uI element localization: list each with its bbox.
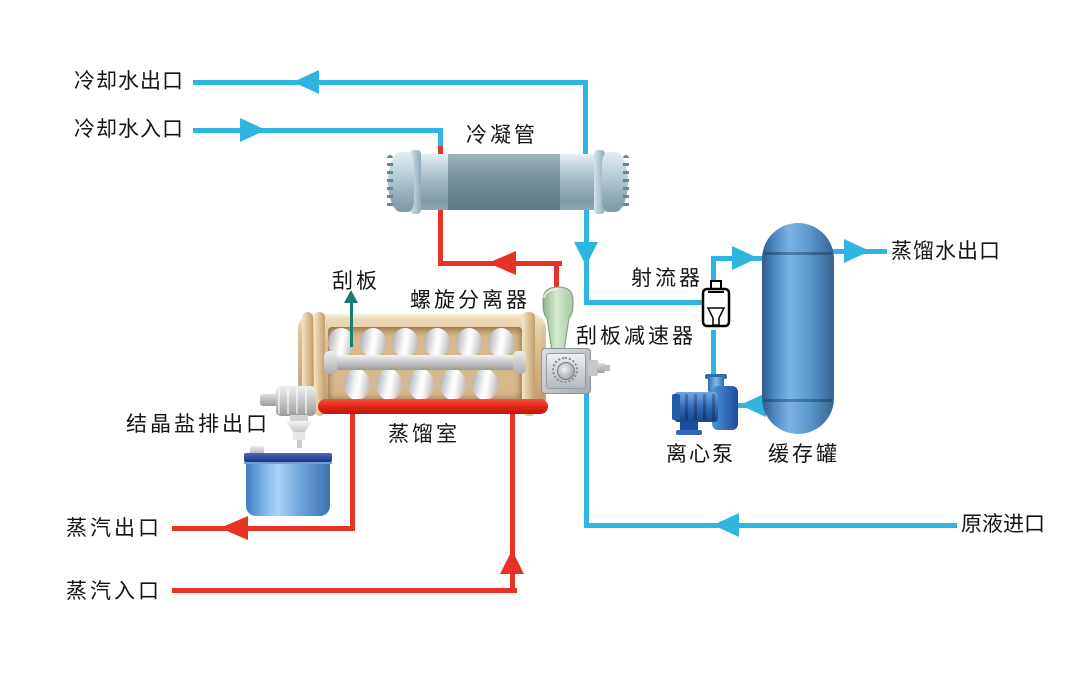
vapor-arrow [488,251,516,275]
cooling-water-inlet-arrow [240,118,266,142]
label-ejector: 射流器 [631,266,703,290]
screw-blade [408,369,434,400]
screw-blade [424,328,450,357]
ejector-to-tank-arrow [732,246,758,270]
chamber-right-ring [522,312,535,416]
condenser-left-cap [387,152,414,212]
discharge-shaft [260,394,278,406]
pump-to-ejector-pipe [711,330,716,392]
discharge-funnel [286,421,312,433]
label-scraper: 刮板 [332,269,380,293]
scraper-pointer-line [350,301,353,347]
steam-outlet-arrow [220,516,248,540]
spiral-separator-vessel [542,286,574,352]
chamber-left-ring-1 [302,312,313,416]
shaft-end-right [513,351,526,374]
cooling-water-outlet-arrow [293,70,319,94]
discharge-stem [293,432,305,440]
pump-motor-cap [672,394,680,420]
distilled-water-arrow [844,239,870,263]
condensate-down-arrow [574,242,598,266]
scraper-reducer-unit [541,348,611,394]
ejector-feed-pipe-h [584,300,706,305]
scraper-pointer-arrowhead [344,290,358,303]
label-cooling-water-outlet: 冷却水出口 [74,69,184,93]
raw-liquid-riser [584,389,589,528]
gearbox-hub [557,362,575,380]
pump-motor [674,392,718,422]
screw-blade [392,328,418,357]
label-salt-discharge-outlet: 结晶盐排出口 [126,412,270,436]
tank-lower-seam [764,399,832,402]
ejector-vessel [701,280,731,328]
pump-base [680,422,698,431]
screw-blade [440,369,466,400]
salt-container-rim-line [244,462,332,464]
label-raw-liquid-inlet: 原液进口 [961,512,1045,536]
label-condenser: 冷凝管 [466,123,538,147]
screw-blade [344,369,370,400]
raw-liquid-arrow [713,513,739,537]
cooling-water-outlet-pipe-v [583,80,588,160]
condenser-middle-band [448,154,560,210]
tank-upper-seam [764,252,832,255]
pump-foot [676,430,702,435]
gearbox-shaft-tip [604,365,610,371]
condenser-right-cap [602,152,629,212]
steam-inlet-pipe-h [172,588,517,593]
separator-vapor-riser [554,261,559,290]
centrifugal-pump-unit [672,374,742,436]
buffer-tank-vessel [762,223,834,434]
pump-port-cap [705,374,727,379]
screw-blade [488,328,514,357]
pump-motor-fins [676,394,716,420]
discharge-collar [290,415,308,422]
condenser-vessel [387,150,629,214]
steam-inlet-arrow [500,550,524,574]
chamber-left-ring-2 [314,312,325,416]
discharge-tip [297,440,302,448]
scraper-shaft [326,355,524,370]
label-steam-inlet: 蒸汽入口 [66,579,162,603]
gearbox-bolt-ring [552,357,578,383]
cooling-water-outlet-pipe-h [193,80,587,85]
label-centrifugal-pump: 离心泵 [666,442,735,466]
distillation-chamber-vessel [298,312,546,416]
gearbox-shaft-cone [597,363,605,373]
tank-to-pump-arrow [740,393,766,417]
condenser-left-bolts [387,155,393,209]
cooling-water-inlet-pipe-v [438,128,443,148]
salt-container-tab [250,446,264,455]
label-scraper-reducer: 刮板减速器 [576,324,696,348]
screw-blade [472,369,498,400]
shaft-end-left [324,351,337,374]
label-cooling-water-inlet: 冷却水入口 [74,117,184,141]
vapor-to-condenser-pipe-v [438,208,443,266]
cooling-water-inlet-pipe-h [193,128,443,133]
label-distilled-water-outlet: 蒸馏水出口 [891,239,1001,263]
salt-discharge-unit [260,384,320,450]
condenser-right-flange [594,150,605,214]
screw-blade [376,369,402,400]
raw-liquid-inlet-pipe [584,523,957,528]
steam-outlet-pipe-h [172,526,355,531]
condenser-right-bolts [623,155,629,209]
label-distillation-chamber: 蒸馏室 [388,422,460,446]
screw-blade [456,328,482,357]
salt-container-body [246,464,330,516]
gearbox-output-shaft [588,360,598,376]
label-spiral-separator: 螺旋分离器 [410,288,530,312]
steam-outlet-pipe-v [350,410,355,531]
steam-heating-jacket [318,399,548,414]
label-buffer-tank: 缓存罐 [768,442,840,466]
salt-container [244,446,332,518]
screw-blade [360,328,386,357]
salt-container-rim [244,453,332,462]
label-steam-outlet: 蒸汽出口 [66,516,162,540]
steam-inlet-pipe-v [510,410,515,593]
ejector-outlet-pipe-v [711,256,716,288]
discharge-motor-rings [278,388,314,414]
condenser-left-flange [410,150,421,214]
